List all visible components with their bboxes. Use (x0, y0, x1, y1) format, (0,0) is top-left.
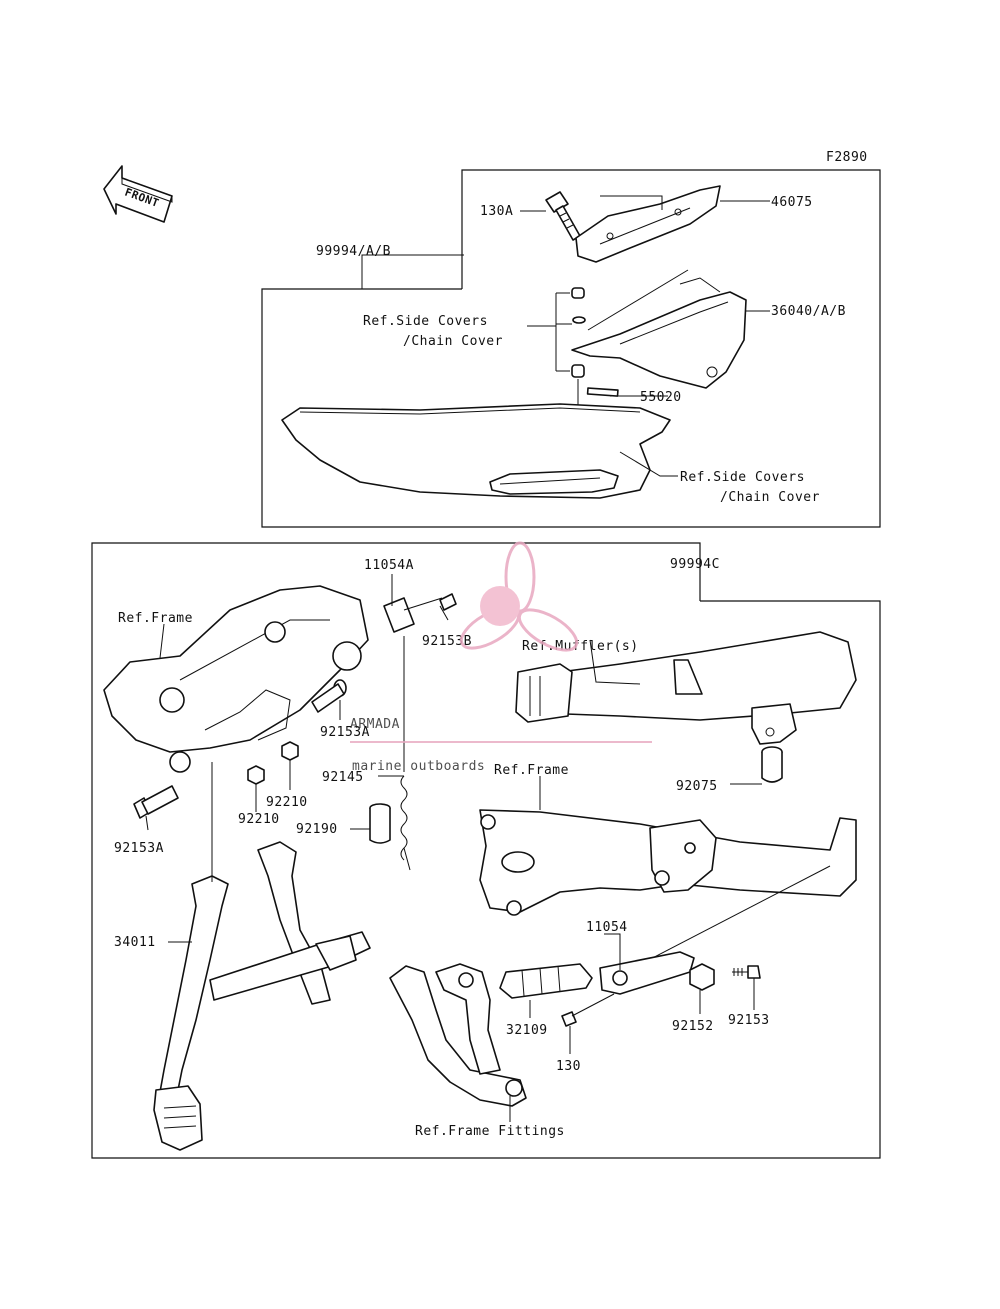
label-ref-side-covers-1: Ref.Side Covers (363, 314, 488, 329)
lower-kit-group (91, 542, 881, 1159)
frame-fittings-icon (389, 963, 527, 1107)
label-34011: 34011 (114, 935, 156, 950)
frame-right-icon (479, 809, 857, 916)
label-92145: 92145 (322, 770, 364, 785)
label-99994ab: 99994/A/B (316, 244, 391, 259)
nut-92210-a-icon (281, 741, 299, 761)
bolt-130-icon (561, 1011, 577, 1027)
label-92190: 92190 (296, 822, 338, 837)
muffler-icon (515, 631, 857, 745)
nut-92152-icon (689, 963, 715, 991)
label-chain-cover-1: /Chain Cover (403, 334, 503, 349)
label-36040ab: 36040/A/B (771, 304, 846, 319)
front-arrow-icon: FRONT (103, 165, 173, 223)
watermark: ARMADA marine outboards (350, 541, 652, 774)
label-92210-1: 92210 (266, 795, 308, 810)
bolt-92153-icon (732, 965, 761, 979)
label-ref-side-covers-2: Ref.Side Covers (680, 470, 805, 485)
label-92153b: 92153B (422, 634, 472, 649)
watermark-brand: ARMADA (350, 717, 400, 732)
part-11054a-icon (383, 597, 443, 633)
bolt-92153b-icon (439, 593, 457, 611)
bolt-92153a-upper-icon (311, 679, 347, 713)
spring-92145-icon (400, 636, 411, 871)
bolt-92153a-lower-icon (133, 785, 179, 819)
label-99994c: 99994C (670, 557, 720, 572)
label-55020: 55020 (640, 390, 682, 405)
side-cover-icon (281, 403, 671, 499)
footpeg-32109-icon (499, 963, 593, 999)
bolt-130a-icon (545, 191, 581, 241)
label-ref-frame-1: Ref.Frame (118, 611, 193, 626)
label-chain-cover-2: /Chain Cover (720, 490, 820, 505)
figure-code: F2890 (826, 150, 868, 165)
label-32109: 32109 (506, 1023, 548, 1038)
label-92075: 92075 (676, 779, 718, 794)
label-92210-2: 92210 (238, 812, 280, 827)
frame-left-icon (103, 585, 369, 773)
collar-92190-icon (369, 803, 391, 844)
label-11054: 11054 (586, 920, 628, 935)
label-130: 130 (556, 1059, 581, 1074)
label-92153a-2: 92153A (114, 841, 164, 856)
label-ref-frame-2: Ref.Frame (494, 763, 569, 778)
propeller-logo-icon (459, 541, 579, 652)
label-46075: 46075 (771, 195, 813, 210)
part-55020-icon (586, 387, 619, 397)
label-92153: 92153 (728, 1013, 770, 1028)
part-36040-icon (571, 277, 747, 389)
nut-92210-b-icon (247, 765, 265, 785)
part-46075-icon (575, 185, 721, 263)
label-130a: 130A (480, 204, 513, 219)
label-92153a-1: 92153A (320, 725, 370, 740)
label-ref-frame-fittings: Ref.Frame Fittings (415, 1124, 565, 1139)
watermark-tagline: marine outboards (352, 759, 485, 774)
center-stand-34011-icon (153, 841, 371, 1151)
label-92152: 92152 (672, 1019, 714, 1034)
rubber-92075-icon (761, 746, 783, 783)
label-ref-muffler: Ref.Muffler(s) (522, 639, 639, 654)
label-11054a: 11054A (364, 558, 414, 573)
upper-kit-group (261, 169, 881, 528)
